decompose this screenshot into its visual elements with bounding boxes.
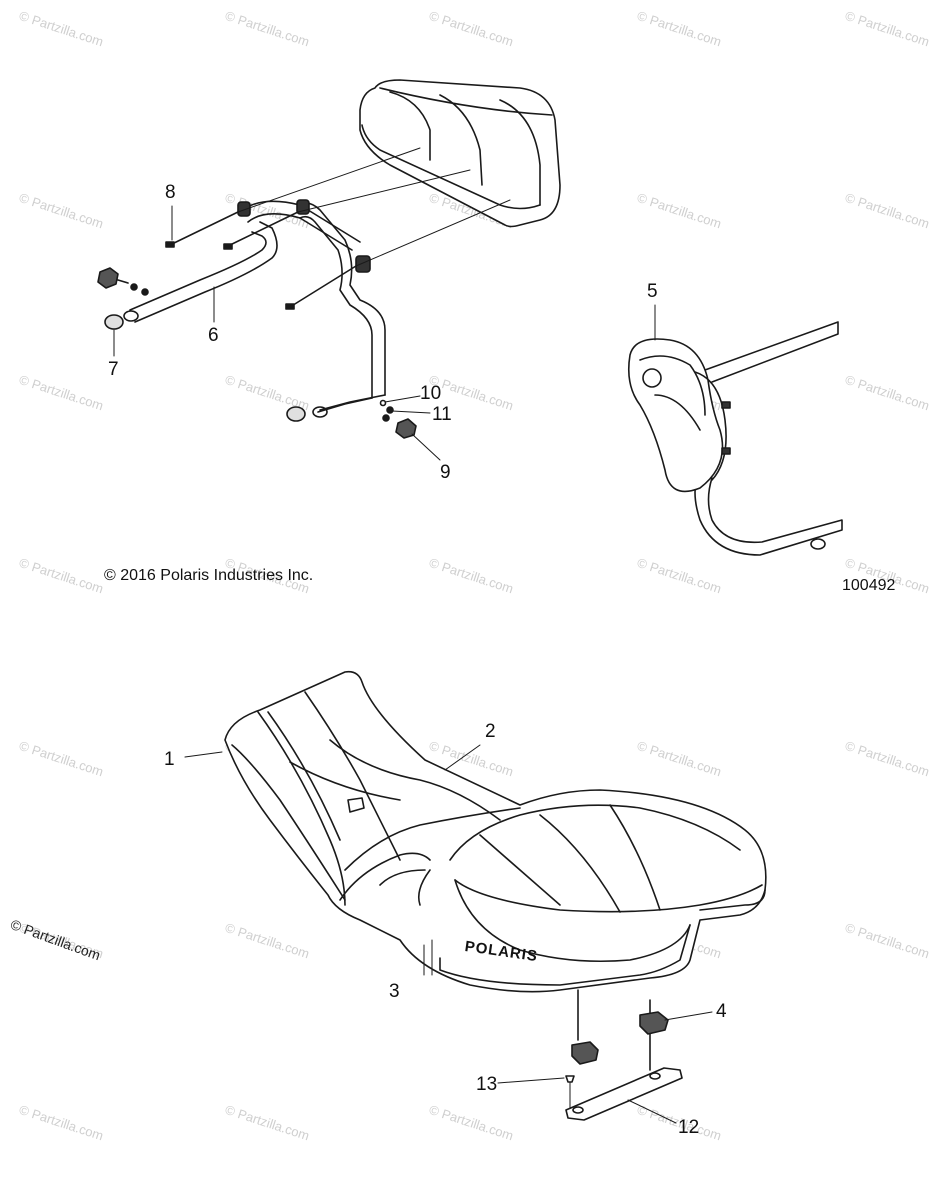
leader-lines-upper <box>113 205 441 461</box>
callout-6: 6 <box>208 325 219 346</box>
callout-1: 1 <box>164 749 175 770</box>
end-cap-part-7 <box>104 314 124 330</box>
hardware-right <box>286 399 417 439</box>
callout-12: 12 <box>678 1117 700 1138</box>
callout-7: 7 <box>108 359 119 380</box>
bolt-part-8 <box>165 147 511 310</box>
backrest-pad <box>359 79 561 228</box>
callout-2: 2 <box>485 721 496 742</box>
callout-10: 10 <box>420 383 442 404</box>
leader-lines-lower <box>184 744 713 1124</box>
seat-assembly <box>224 670 767 993</box>
callout-9: 9 <box>440 462 451 483</box>
diagram-id: 100492 <box>842 577 896 594</box>
callout-4: 4 <box>716 1001 727 1022</box>
callout-3: 3 <box>389 981 400 1002</box>
callout-13: 13 <box>476 1074 498 1095</box>
callout-8: 8 <box>165 182 176 203</box>
copyright-text: © 2016 Polaris Industries Inc. <box>104 567 314 584</box>
seat-latch-hardware <box>565 989 683 1121</box>
knob-nut-left <box>97 267 149 296</box>
callout-5: 5 <box>647 281 658 302</box>
callout-11: 11 <box>432 404 452 425</box>
backrest-assembled-view <box>627 304 843 556</box>
tube-brackets <box>237 199 371 273</box>
